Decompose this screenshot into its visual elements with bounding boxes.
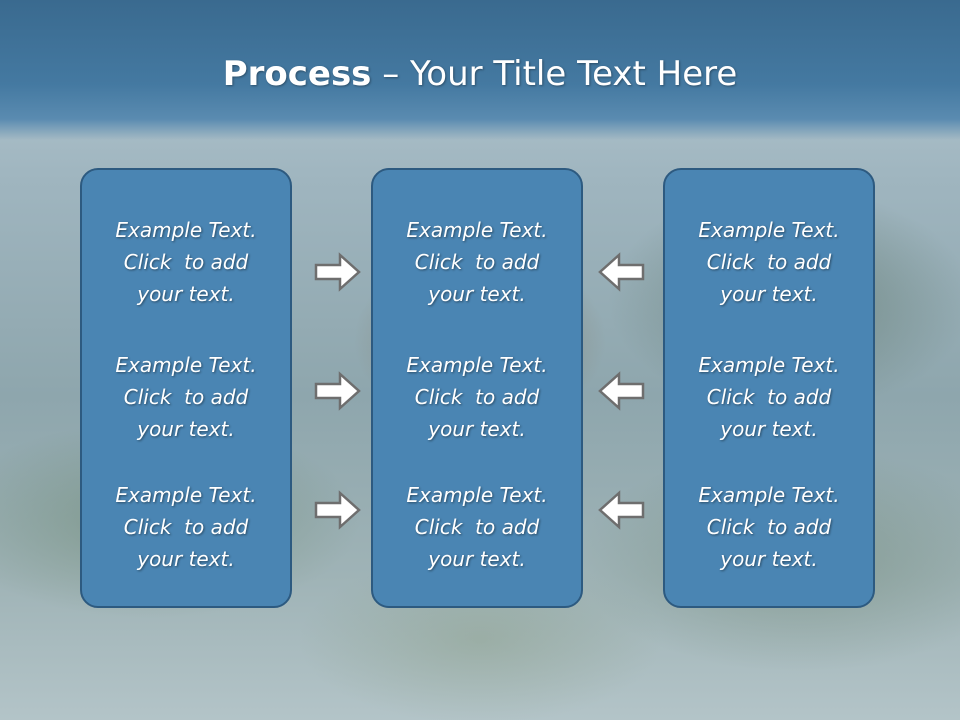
text-line: your text. bbox=[137, 282, 235, 306]
text-block[interactable]: Example Text. Click to add your text. bbox=[82, 479, 290, 575]
text-block[interactable]: Example Text. Click to add your text. bbox=[82, 349, 290, 445]
title-bar bbox=[0, 0, 960, 140]
text-block[interactable]: Example Text. Click to add your text. bbox=[665, 479, 873, 575]
arrow-right-icon bbox=[314, 252, 361, 292]
text-line: Click to add bbox=[123, 515, 249, 539]
text-line: your text. bbox=[720, 282, 818, 306]
text-line: Example Text. bbox=[115, 218, 257, 242]
text-line: Click to add bbox=[414, 385, 540, 409]
text-block[interactable]: Example Text. Click to add your text. bbox=[82, 214, 290, 310]
arrow-left-icon bbox=[598, 490, 645, 530]
text-block[interactable]: Example Text. Click to add your text. bbox=[665, 214, 873, 310]
text-line: your text. bbox=[428, 547, 526, 571]
process-box-center[interactable]: Example Text. Click to add your text. Ex… bbox=[371, 168, 583, 608]
text-line: Example Text. bbox=[406, 218, 548, 242]
text-line: Click to add bbox=[706, 385, 832, 409]
text-line: Example Text. bbox=[406, 353, 548, 377]
arrow-right-icon bbox=[314, 371, 361, 411]
slide-title[interactable]: Process – Your Title Text Here bbox=[0, 52, 960, 96]
text-line: your text. bbox=[720, 547, 818, 571]
text-line: Example Text. bbox=[115, 353, 257, 377]
text-line: Example Text. bbox=[406, 483, 548, 507]
process-box-left[interactable]: Example Text. Click to add your text. Ex… bbox=[80, 168, 292, 608]
text-block[interactable]: Example Text. Click to add your text. bbox=[373, 349, 581, 445]
text-block[interactable]: Example Text. Click to add your text. bbox=[665, 349, 873, 445]
text-line: Click to add bbox=[123, 385, 249, 409]
text-line: Example Text. bbox=[115, 483, 257, 507]
text-line: your text. bbox=[428, 417, 526, 441]
text-line: Example Text. bbox=[698, 353, 840, 377]
text-line: your text. bbox=[137, 547, 235, 571]
text-line: Example Text. bbox=[698, 218, 840, 242]
title-rest: – Your Title Text Here bbox=[371, 54, 738, 94]
arrow-right-icon bbox=[314, 490, 361, 530]
title-bold: Process bbox=[222, 54, 372, 94]
text-line: your text. bbox=[720, 417, 818, 441]
text-line: Click to add bbox=[706, 515, 832, 539]
text-line: Example Text. bbox=[698, 483, 840, 507]
text-line: Click to add bbox=[123, 250, 249, 274]
text-line: your text. bbox=[137, 417, 235, 441]
text-block[interactable]: Example Text. Click to add your text. bbox=[373, 479, 581, 575]
arrow-left-icon bbox=[598, 371, 645, 411]
text-line: Click to add bbox=[706, 250, 832, 274]
text-line: Click to add bbox=[414, 250, 540, 274]
text-line: your text. bbox=[428, 282, 526, 306]
process-box-right[interactable]: Example Text. Click to add your text. Ex… bbox=[663, 168, 875, 608]
text-line: Click to add bbox=[414, 515, 540, 539]
text-block[interactable]: Example Text. Click to add your text. bbox=[373, 214, 581, 310]
arrow-left-icon bbox=[598, 252, 645, 292]
